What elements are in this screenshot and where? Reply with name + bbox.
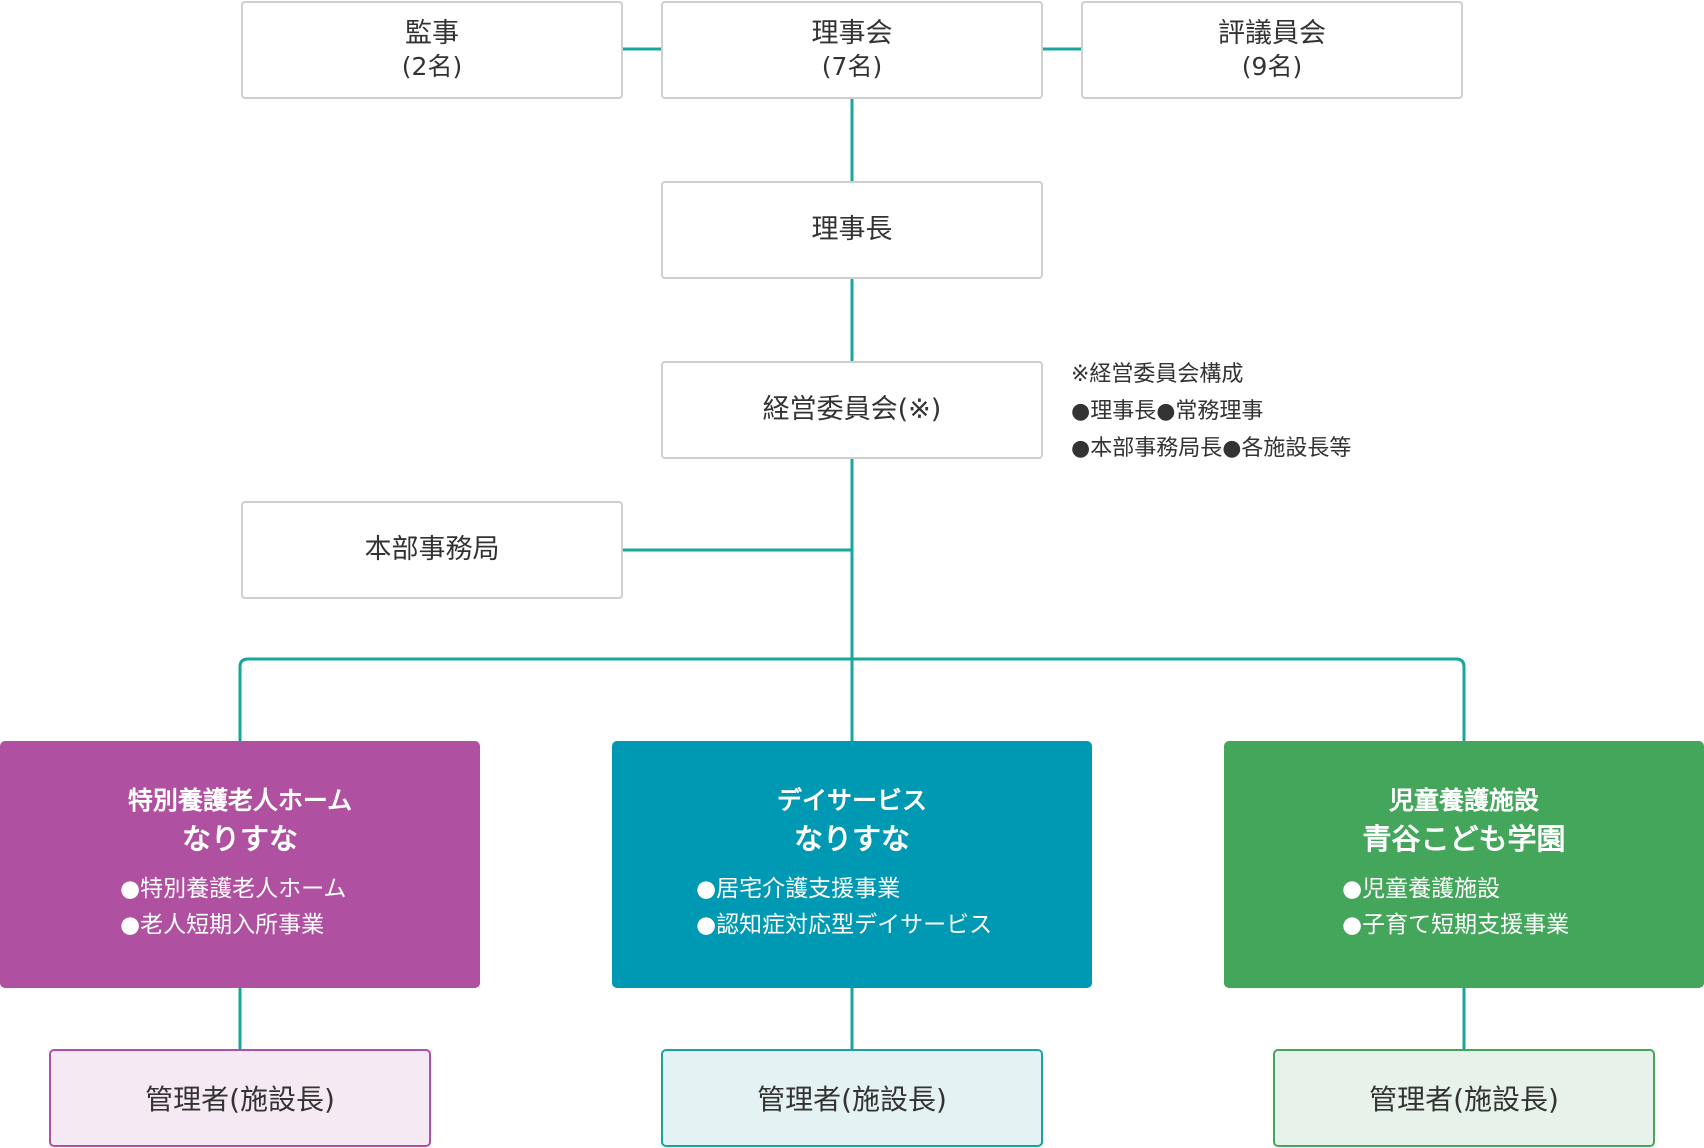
head-office-box: 本部事務局 xyxy=(241,501,623,599)
head-office-title: 本部事務局 xyxy=(364,534,500,565)
facility-category: 特別養護老人ホーム xyxy=(127,786,353,815)
councilors-title: 評議員会 xyxy=(1218,18,1326,49)
management-committee-title: 経営委員会(※) xyxy=(762,394,942,425)
service-item: ●特別養護老人ホーム xyxy=(120,876,347,902)
committee-note: ※経営委員会構成 ●理事長●常務理事 ●本部事務局長●各施設長等 xyxy=(1071,356,1351,467)
management-committee-box: 経営委員会(※) xyxy=(661,361,1043,459)
councilors-box: 評議員会 (9名) xyxy=(1081,1,1463,99)
facility-name: なりすな xyxy=(793,822,910,856)
committee-note-heading: ※経営委員会構成 xyxy=(1071,362,1244,387)
facility-services: ●居宅介護支援事業 ●認知症対応型デイサービス xyxy=(696,871,992,943)
auditors-box: 監事 (2名) xyxy=(241,1,623,99)
facility-name: なりすな xyxy=(181,822,298,856)
committee-note-line1: ●理事長●常務理事 xyxy=(1071,399,1264,424)
facility-category: 児童養護施設 xyxy=(1388,786,1539,815)
committee-note-line2: ●本部事務局長●各施設長等 xyxy=(1071,436,1352,461)
manager-label: 管理者(施設長) xyxy=(757,1083,947,1116)
manager-label: 管理者(施設長) xyxy=(145,1083,335,1116)
facility-services: ●特別養護老人ホーム ●老人短期入所事業 xyxy=(120,871,346,943)
auditors-title: 監事 xyxy=(405,18,459,49)
board-box: 理事会 (7名) xyxy=(661,1,1043,99)
board-title: 理事会 xyxy=(811,18,893,49)
councilors-count: (9名) xyxy=(1241,52,1303,81)
chairman-title: 理事長 xyxy=(811,214,893,245)
connector-branch-bar xyxy=(238,657,1466,741)
manager-label: 管理者(施設長) xyxy=(1369,1083,1559,1116)
facility-category: デイサービス xyxy=(776,786,927,815)
service-item: ●老人短期入所事業 xyxy=(120,912,325,938)
manager-box-1: 管理者(施設長) xyxy=(49,1049,431,1147)
service-item: ●居宅介護支援事業 xyxy=(696,876,901,902)
facility-box-1: 特別養護老人ホーム なりすな ●特別養護老人ホーム ●老人短期入所事業 xyxy=(0,741,480,988)
board-count: (7名) xyxy=(821,52,883,81)
service-item: ●認知症対応型デイサービス xyxy=(696,912,993,938)
chairman-box: 理事長 xyxy=(661,181,1043,279)
service-item: ●児童養護施設 xyxy=(1342,876,1501,902)
service-item: ●子育て短期支援事業 xyxy=(1342,912,1570,938)
facility-name: 青谷こども学園 xyxy=(1362,822,1566,856)
auditors-count: (2名) xyxy=(401,52,463,81)
manager-box-3: 管理者(施設長) xyxy=(1273,1049,1655,1147)
facility-box-2: デイサービス なりすな ●居宅介護支援事業 ●認知症対応型デイサービス xyxy=(612,741,1092,988)
facility-services: ●児童養護施設 ●子育て短期支援事業 xyxy=(1342,871,1569,943)
manager-box-2: 管理者(施設長) xyxy=(661,1049,1043,1147)
facility-box-3: 児童養護施設 青谷こども学園 ●児童養護施設 ●子育て短期支援事業 xyxy=(1224,741,1704,988)
